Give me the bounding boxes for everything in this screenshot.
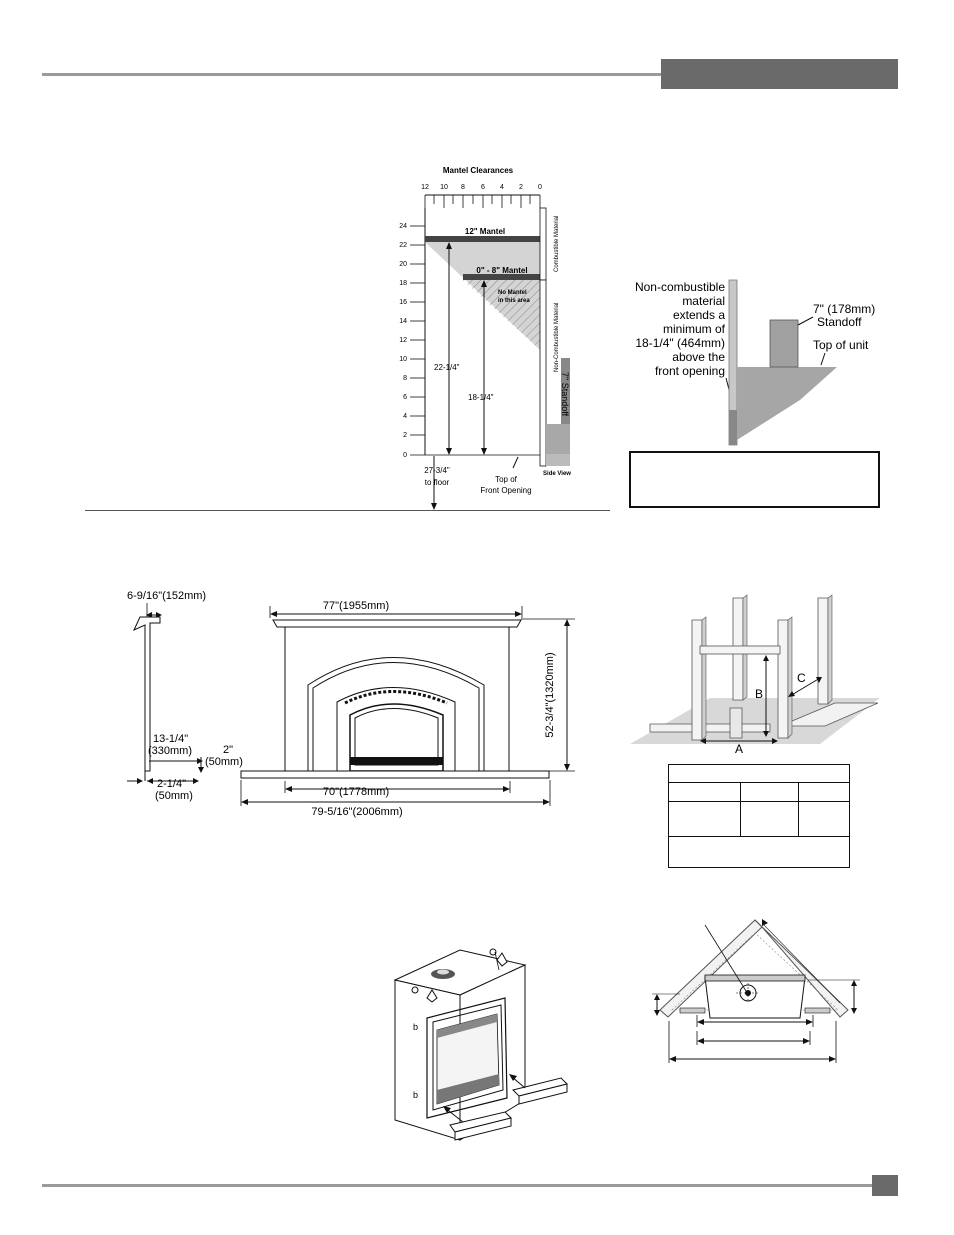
top-scale-10: 10	[440, 184, 448, 191]
depth-dim: 6-9/16"(152mm)	[127, 590, 206, 602]
non-combustible-label: Non-Combustible Material	[554, 303, 560, 372]
framing-a-label: A	[735, 742, 743, 755]
floor-dim-2: to floor	[425, 478, 450, 487]
svg-text:b: b	[413, 1022, 418, 1032]
dim-18-label: 18-1/4"	[468, 393, 494, 402]
left-scale-12: 12	[399, 337, 407, 344]
top-scale-4: 4	[500, 184, 504, 191]
left-scale-0: 0	[403, 452, 407, 459]
left-scale-10: 10	[399, 356, 407, 363]
framing-figure: B A C	[630, 594, 880, 755]
left-scale-24: 24	[399, 223, 407, 230]
combustible-label: Combustible Material	[554, 216, 560, 272]
dim-13-line-1: 13-1/4"	[153, 733, 188, 745]
svg-text:b: b	[413, 1090, 418, 1100]
table-header-rule	[669, 782, 849, 783]
framing-c-label: C	[797, 671, 806, 685]
dim-2-line-2: (50mm)	[205, 756, 243, 768]
left-scale-16: 16	[399, 299, 407, 306]
top-opening-1: Top of	[495, 475, 518, 484]
noncombustible-line-3: extends a	[673, 308, 725, 322]
dim-2-line-1: 2"	[223, 744, 233, 756]
table-col-rule-2	[798, 782, 799, 836]
noncombustible-line-1: Non-combustible	[635, 280, 725, 294]
noncombustible-line-4: minimum of	[663, 322, 726, 336]
standoff-dim: 7" (178mm)	[813, 302, 875, 316]
footer-page-tab	[872, 1175, 898, 1196]
width-77-dim: 77"(1955mm)	[323, 600, 389, 612]
left-scale-8: 8	[403, 375, 407, 382]
standoff-word: Standoff	[817, 315, 862, 329]
mantel-title: Mantel Clearances	[443, 166, 514, 175]
top-scale-0: 0	[538, 184, 542, 191]
noncombustible-line-5: 18-1/4" (464mm)	[635, 336, 725, 350]
header-rule	[42, 73, 662, 76]
left-scale-4: 4	[403, 413, 407, 420]
top-scale-2: 2	[519, 184, 523, 191]
no-mantel-line-1: No Mantel	[498, 290, 527, 296]
dimension-table	[668, 764, 850, 868]
left-scale-18: 18	[399, 280, 407, 287]
table-col-rule-1	[740, 782, 741, 836]
no-mantel-line-2: in this area	[498, 298, 530, 304]
side-view-label: Side View	[543, 471, 571, 477]
surround-dimensions-figure: 6-9/16"(152mm) 13-1/4" (330mm) 2" (50mm)…	[127, 590, 575, 818]
top-opening-2: Front Opening	[480, 486, 531, 495]
width-79-dim: 79-5/16"(2006mm)	[311, 806, 402, 818]
framing-b-label: B	[755, 687, 763, 701]
left-scale-6: 6	[403, 394, 407, 401]
height-dim: 52-3/4"(1320mm)	[544, 652, 556, 737]
noncombustible-line-6: above the	[672, 350, 725, 364]
top-of-unit-label: Top of unit	[813, 338, 869, 352]
top-scale-12: 12	[421, 184, 429, 191]
top-scale-6: 6	[481, 184, 485, 191]
section-rule	[85, 510, 610, 511]
header-tab	[661, 59, 898, 89]
left-scale-2: 2	[403, 432, 407, 439]
mantel-0-8-label: 0" - 8" Mantel	[476, 266, 527, 275]
floor-dim-1: 27-3/4"	[424, 466, 450, 475]
noncombustible-line-7: front opening	[655, 364, 725, 378]
width-70-dim: 70"(1778mm)	[323, 786, 389, 798]
dim-2q-line-2: (50mm)	[155, 790, 193, 802]
top-scale-8: 8	[461, 184, 465, 191]
left-scale-14: 14	[399, 318, 407, 325]
standoff-figure: Non-combustible material extends a minim…	[635, 279, 875, 446]
noncombustible-line-2: material	[682, 294, 725, 308]
note-box	[629, 451, 880, 508]
fireplace-unit-figure: b b	[393, 948, 568, 1141]
footer-rule	[42, 1184, 872, 1187]
mantel-12-label: 12" Mantel	[465, 227, 505, 236]
mantel-clearances-figure: Mantel Clearances 12 10 8 6 4 2 0 24 22 …	[399, 166, 571, 510]
standoff-vertical-label: 7" Standoff	[560, 372, 570, 417]
table-lower-rule	[669, 836, 849, 837]
left-scale-22: 22	[399, 242, 407, 249]
corner-installation-figure	[652, 919, 860, 1063]
dim-13-line-2: (330mm)	[148, 745, 192, 757]
table-mid-rule	[669, 801, 849, 802]
dim-22-label: 22-1/4"	[434, 363, 460, 372]
dim-2q-line-1: 2-1/4"	[157, 778, 186, 790]
left-scale-20: 20	[399, 261, 407, 268]
